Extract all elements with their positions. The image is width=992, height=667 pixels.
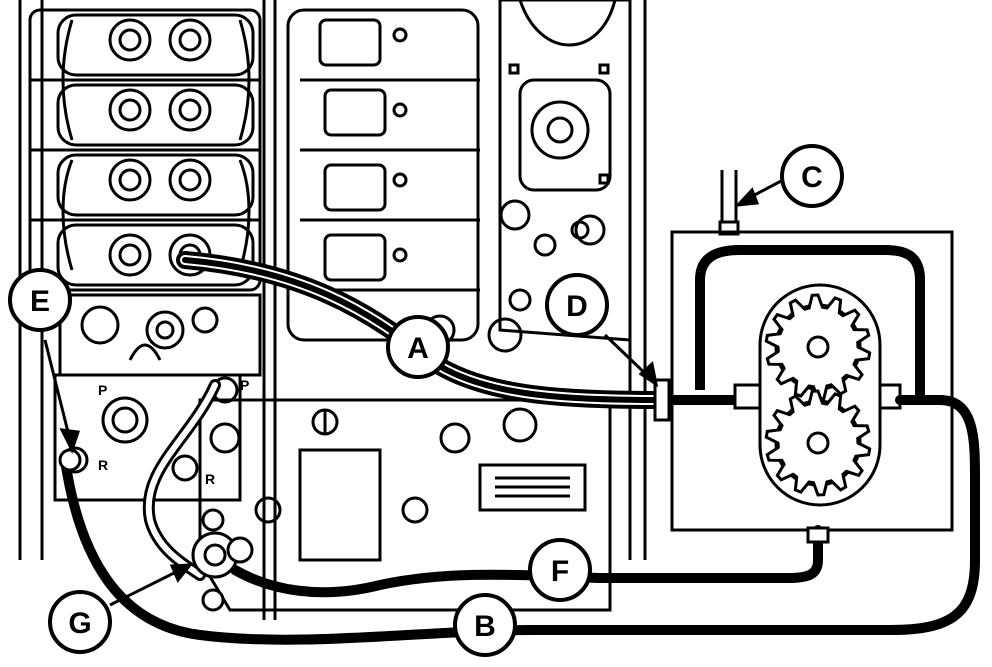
gear-lower-teeth-hub	[806, 431, 830, 455]
pump-housing	[670, 170, 954, 532]
callout-f-label: F	[551, 555, 569, 588]
leader-lines	[43, 178, 784, 607]
callout-g-label: G	[68, 607, 91, 640]
callout-b: B	[453, 593, 517, 657]
callout-e-label: E	[30, 285, 50, 318]
callout-g: G	[48, 590, 112, 654]
gear-upper-teeth-hub	[806, 335, 830, 359]
port-label-r-left: R	[98, 457, 108, 473]
hose-f	[230, 525, 823, 598]
pump-outlet-fitting	[806, 526, 830, 544]
callout-e: E	[8, 268, 72, 332]
callout-a: A	[386, 315, 450, 379]
solenoid-block	[286, 8, 480, 342]
callout-d-label: D	[566, 290, 588, 323]
callout-c: C	[780, 144, 844, 208]
port-label-r-right: R	[205, 471, 215, 487]
callout-c-label: C	[801, 161, 823, 194]
port-label-p-right: P	[240, 377, 249, 393]
fitting-e	[58, 448, 82, 472]
port-label-p-left: P	[98, 382, 107, 398]
valve-stack	[18, 0, 277, 620]
fitting-g	[191, 508, 254, 612]
mounting-plate	[498, 0, 647, 560]
callout-a-label: A	[407, 332, 429, 365]
callout-f: F	[528, 538, 592, 602]
callout-d: D	[545, 273, 609, 337]
callout-b-label: B	[474, 610, 496, 643]
